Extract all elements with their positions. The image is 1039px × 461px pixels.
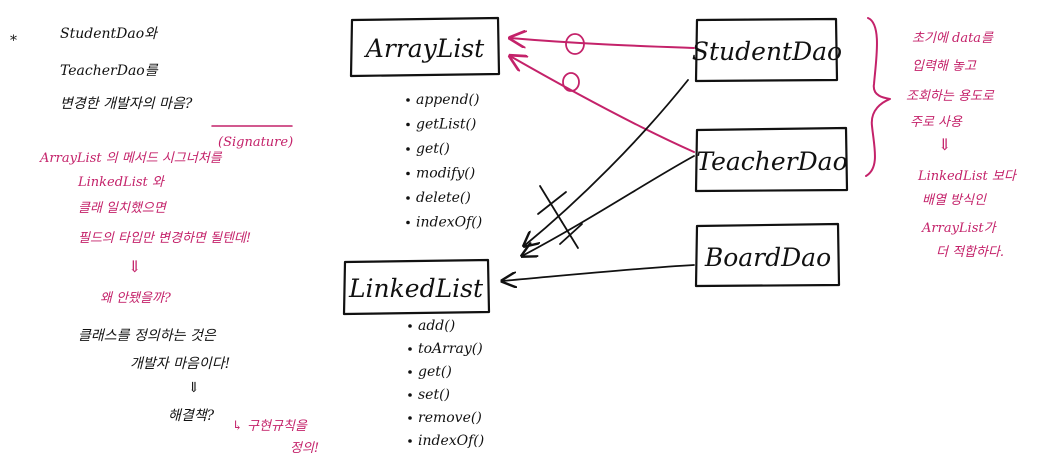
body-line-6: 클래스를 정의하는 것은	[78, 328, 217, 344]
body-line-8: 해결책?	[168, 408, 215, 424]
signature-note: (Signature)	[218, 135, 293, 150]
studentdao-label: StudentDao	[692, 37, 842, 66]
down-arrow-1: ⇓	[128, 257, 141, 276]
method-bullet	[408, 393, 412, 397]
right-notes: 초기에 data를 입력해 놓고 조회하는 용도로 주로 사용 ⇓ Linked…	[865, 17, 1018, 260]
arrow-teacherdao-to-arraylist	[510, 56, 695, 153]
reject-mark-1	[537, 185, 567, 223]
down-arrow-2: ⇓	[188, 380, 200, 396]
teacherdao-box: TeacherDao	[694, 126, 849, 193]
studentdao-box-border	[694, 17, 839, 83]
problem-line-9: ↳ 구현규칙을	[232, 419, 308, 434]
left-notes: * StudentDao와 TeacherDao를 변경한 개발자의 마음? A…	[10, 26, 319, 456]
right-note-line-3: 조회하는 용도로	[906, 89, 995, 104]
right-note-line-7: ArrayList가	[921, 221, 998, 236]
right-note-line-4: 주로 사용	[910, 115, 963, 130]
arraylist-box: ArrayList	[349, 16, 501, 78]
teacherdao-label: TeacherDao	[696, 147, 847, 176]
question-line-3: 변경한 개발자의 마음?	[60, 96, 193, 112]
body-line-7: 개발자 마음이다!	[130, 356, 230, 372]
linkedlist-label: LinkedList	[348, 274, 484, 303]
approve-mark-2	[562, 72, 580, 92]
right-note-line-6: 배열 방식인	[922, 193, 987, 208]
linkedlist-box: LinkedList	[342, 258, 491, 316]
method-name: get()	[418, 364, 452, 380]
right-note-line-8: 더 적합하다.	[936, 245, 1004, 260]
boarddao-box: BoardDao	[694, 222, 841, 288]
method-bullet	[408, 324, 412, 328]
method-name: toArray()	[418, 341, 483, 357]
method-name: indexOf()	[418, 433, 484, 449]
method-name: delete()	[416, 190, 471, 206]
problem-line-1: ArrayList 의 메서드 시그너처를	[39, 151, 223, 166]
method-name: set()	[418, 387, 450, 403]
problem-line-2: LinkedList 와	[77, 175, 166, 190]
curly-brace	[865, 17, 891, 177]
method-name: getList()	[416, 117, 476, 133]
linkedlist-box-border	[342, 258, 491, 316]
right-note-arrow: ⇓	[938, 135, 951, 154]
reject-mark-2	[559, 221, 583, 249]
arrows	[502, 33, 695, 281]
method-bullet	[406, 171, 410, 176]
question-line-1: StudentDao와	[60, 26, 159, 42]
method-bullet	[406, 98, 410, 102]
right-note-line-5: LinkedList 보다	[917, 169, 1018, 184]
arrow-studentdao-to-arraylist	[510, 38, 695, 49]
arraylist-box-border	[349, 16, 501, 78]
method-bullet	[406, 122, 410, 127]
teacherdao-box-border	[694, 126, 849, 193]
method-bullet	[406, 147, 410, 151]
asterisk: *	[10, 33, 17, 49]
right-note-line-1: 초기에 data를	[912, 31, 994, 46]
boarddao-label: BoardDao	[704, 243, 831, 272]
approve-mark-1	[565, 33, 585, 55]
method-name: add()	[418, 318, 455, 334]
studentdao-box: StudentDao	[692, 17, 842, 83]
question-line-2: TeacherDao를	[60, 63, 159, 79]
method-bullet	[408, 416, 412, 420]
arraylist-label: ArrayList	[364, 34, 485, 63]
method-name: indexOf()	[416, 215, 482, 231]
problem-line-5: 왜 안됐을까?	[100, 291, 172, 306]
boarddao-box-border	[694, 222, 841, 288]
method-bullet	[408, 347, 412, 351]
problem-line-3: 클래 일치했으면	[78, 201, 168, 216]
method-bullet	[408, 370, 412, 374]
method-name: remove()	[418, 410, 482, 426]
arrow-boarddao-to-linkedlist	[502, 264, 695, 281]
linkedlist-methods: add() toArray() get() set() remove() indexOf(…	[408, 318, 484, 449]
method-name: get()	[416, 141, 450, 157]
method-name: modify()	[416, 166, 475, 182]
method-bullet	[408, 439, 412, 443]
problem-line-4: 필드의 타입만 변경하면 될텐데!	[78, 231, 251, 246]
method-bullet	[406, 220, 410, 225]
problem-line-10: 정의!	[290, 441, 319, 456]
arraylist-methods: append() getList() get() modify() delete() in…	[406, 92, 482, 231]
arrow-teacherdao-to-linkedlist	[522, 155, 695, 256]
arrow-studentdao-to-linkedlist	[524, 79, 689, 246]
method-bullet	[406, 196, 410, 200]
method-name: append()	[416, 92, 479, 108]
right-note-line-2: 입력해 놓고	[912, 59, 977, 74]
